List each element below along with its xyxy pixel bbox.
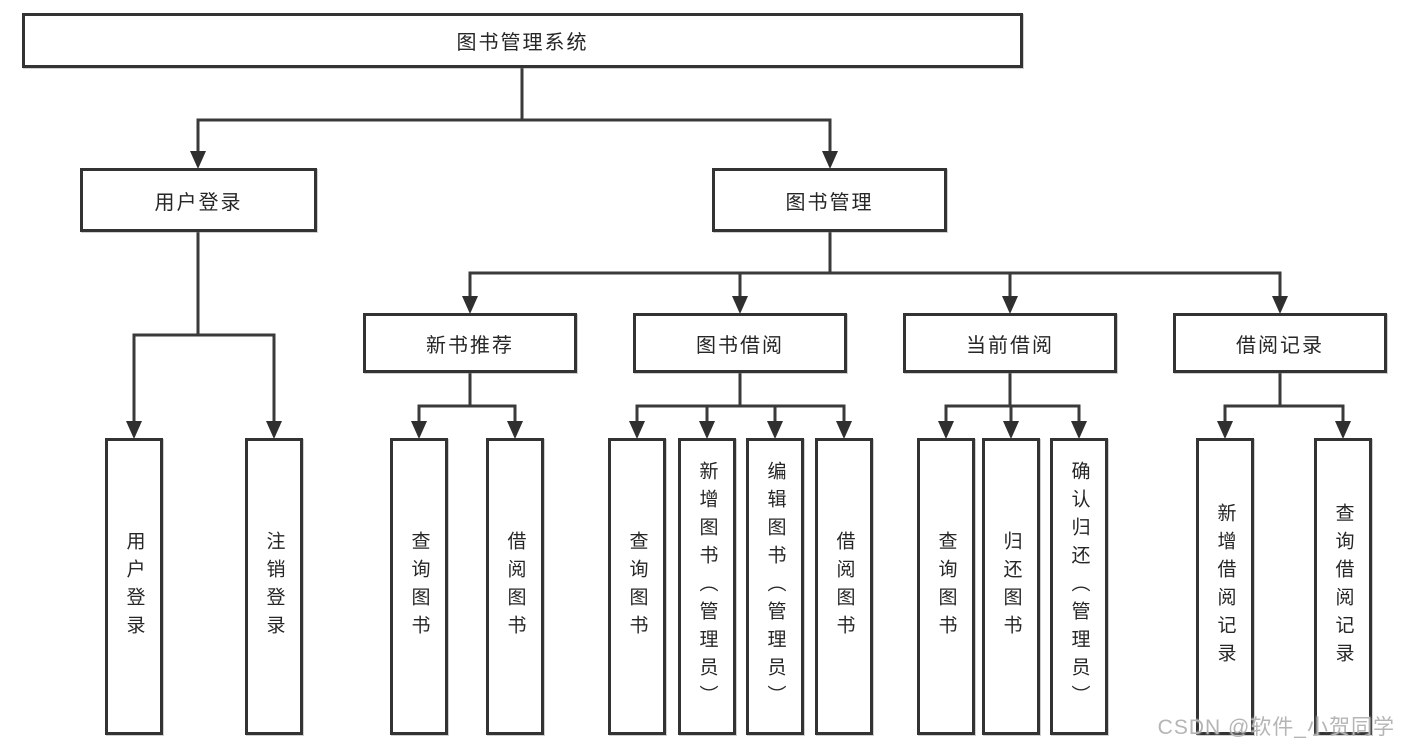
- leaf-user-login: 用户登录: [105, 438, 163, 735]
- leaf-return-books: 归还图书: [982, 438, 1040, 735]
- leaf-edit-books-admin: 编辑图书（管理员）: [746, 438, 804, 735]
- node-system-root: 图书管理系统: [22, 13, 1023, 68]
- csdn-watermark: CSDN @软件_小贺同学: [1157, 716, 1395, 739]
- leaf-add-books-admin: 新增图书（管理员）: [678, 438, 736, 735]
- leaf-query-borrow-record: 查询借阅记录: [1314, 438, 1372, 735]
- leaf-add-borrow-record: 新增借阅记录: [1196, 438, 1254, 735]
- leaf-borrow-books-2: 借阅图书: [815, 438, 873, 735]
- leaf-borrow-books-1: 借阅图书: [486, 438, 544, 735]
- node-current-borrowing: 当前借阅: [903, 313, 1117, 373]
- node-book-management-branch: 图书管理: [712, 168, 947, 232]
- node-user-login-branch: 用户登录: [80, 168, 317, 232]
- leaf-logout: 注销登录: [245, 438, 303, 735]
- leaf-query-books-2: 查询图书: [608, 438, 666, 735]
- leaf-query-books-3: 查询图书: [917, 438, 975, 735]
- leaf-confirm-return-admin: 确认归还（管理员）: [1050, 438, 1108, 735]
- node-book-borrowing: 图书借阅: [633, 313, 847, 373]
- leaf-query-books-1: 查询图书: [390, 438, 448, 735]
- node-new-book-recommend: 新书推荐: [363, 313, 577, 373]
- node-borrowing-records: 借阅记录: [1173, 313, 1387, 373]
